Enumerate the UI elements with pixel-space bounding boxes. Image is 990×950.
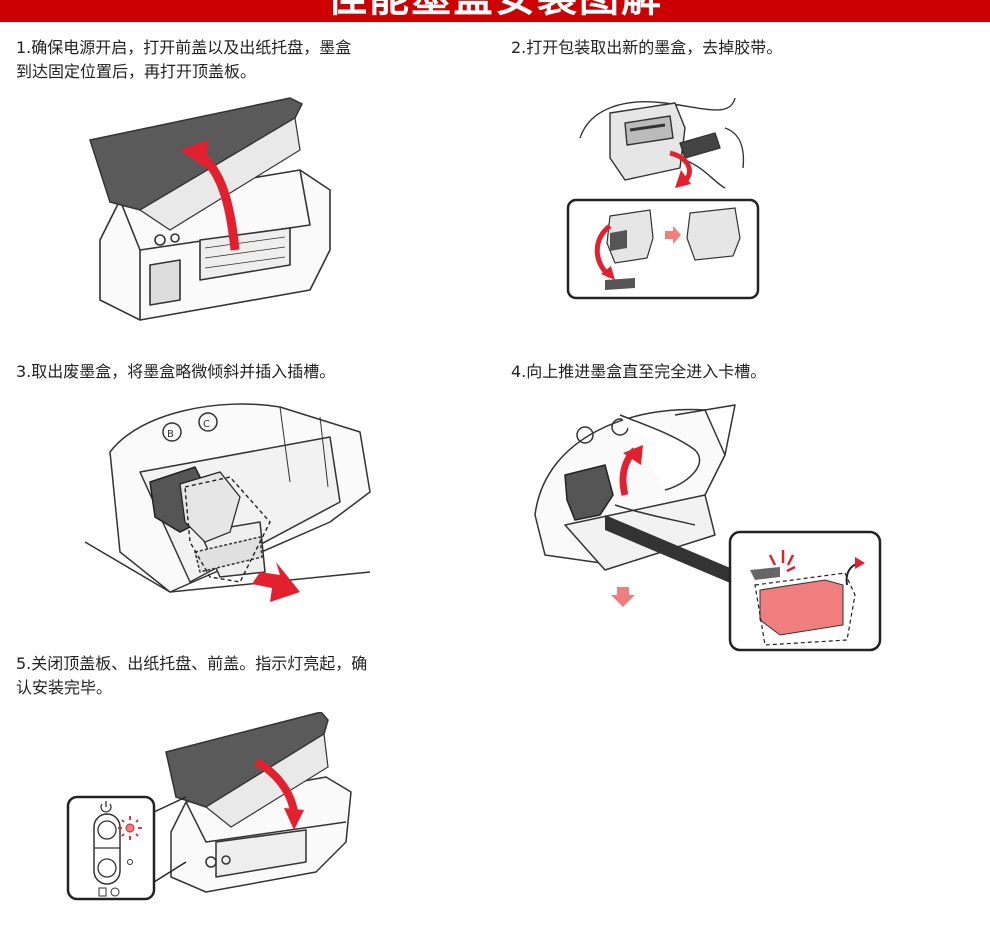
header-banner: 佳能墨盒安装图解 <box>0 0 990 22</box>
step-1-text: 1.确保电源开启，打开前盖以及出纸托盘，墨盒 到达固定位置后，再打开顶盖板。 <box>16 38 352 81</box>
step-2-illustration <box>566 97 760 300</box>
page-title: 佳能墨盒安装图解 <box>0 0 990 20</box>
step-5-illustration <box>66 712 352 901</box>
arrow-up-icon <box>623 445 643 465</box>
step-3-text: 3.取出废墨盒，将墨盒略微倾斜并插入插槽。 <box>16 362 336 381</box>
power-icon <box>100 801 112 813</box>
step-4-text: 4.向上推进墨盒直至完全进入卡槽。 <box>511 362 767 381</box>
ink-icon <box>98 887 107 897</box>
step-4-illustration <box>534 404 882 652</box>
step-5-text: 5.关闭顶盖板、出纸托盘、前盖。指示灯亮起，确 认安装完毕。 <box>16 654 368 697</box>
arrow-right-icon <box>665 226 681 244</box>
step-2-text: 2.打开包装取出新的墨盒，去掉胶带。 <box>511 38 783 57</box>
stop-icon <box>110 887 120 897</box>
arrow-down-icon <box>611 587 635 607</box>
svg-text:B: B <box>167 429 174 440</box>
step-1-illustration <box>89 97 331 321</box>
svg-text:C: C <box>203 419 210 430</box>
step-3-illustration: B C <box>84 403 371 602</box>
